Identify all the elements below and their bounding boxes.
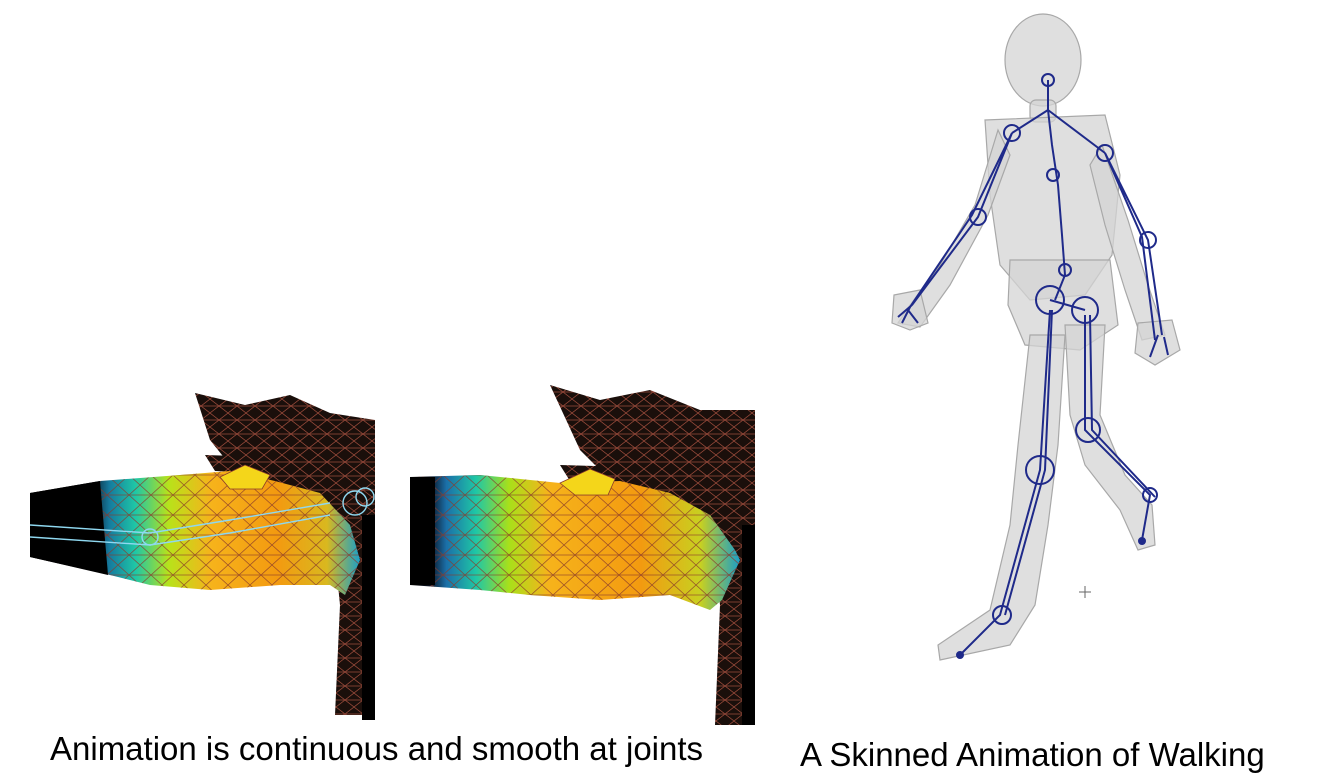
right-caption: A Skinned Animation of Walking [800, 736, 1265, 773]
dark-mesh-region [195, 393, 375, 715]
crosshair-marker [1079, 586, 1091, 598]
body-shell [891, 13, 1181, 661]
walking-skinned-figure [891, 13, 1181, 661]
skin-weight-render-left [30, 393, 375, 720]
bone-overlay [30, 487, 375, 546]
skin-weight-render-right [410, 385, 755, 725]
left-caption: Animation is continuous and smooth at jo… [50, 730, 704, 767]
skeleton-rig [897, 73, 1169, 659]
